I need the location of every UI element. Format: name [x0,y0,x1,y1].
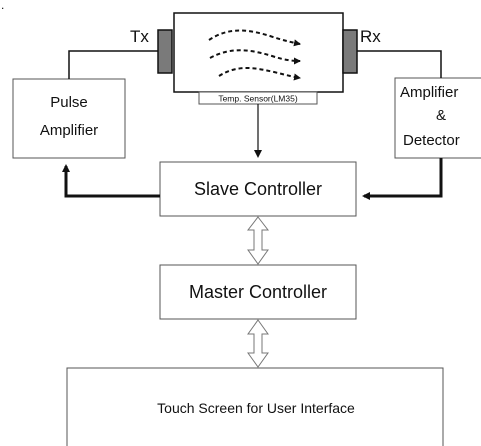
temp-sensor-label: Temp. Sensor(LM35) [218,94,298,104]
receiver-transducer [342,29,358,74]
flow-wave-2 [209,49,301,65]
slave-to-pulse-line [62,164,160,198]
transmitter-transducer [157,29,173,74]
slave-controller-box [159,161,357,217]
touch-screen-block: Touch Screen for User Interface [66,367,444,446]
pulse-to-tx-line [68,50,158,79]
flow-wave-3 [218,67,301,81]
pulse-amplifier-block: Pulse Amplifier [12,78,126,159]
rx-to-detector-line [357,50,442,78]
slave-controller-block: Slave Controller [159,161,357,217]
transmitter-label: Tx [130,27,149,46]
sensor-chamber: Tx Rx Temp. Sensor(LM35) [130,12,381,105]
stray-mark: . [1,0,4,12]
pulse-amplifier-line2: Amplifier [40,122,98,139]
amplifier-detector-line2: & [436,107,446,124]
amplifier-detector-block: Amplifier & Detector [394,77,481,159]
connections [62,50,443,200]
receiver-label: Rx [360,27,381,46]
master-controller-label: Master Controller [189,282,327,302]
amplifier-detector-line1: Amplifier [400,84,458,101]
slave-controller-label: Slave Controller [194,179,322,199]
pulse-amplifier-box [12,78,126,159]
touch-screen-box [66,367,444,446]
detector-to-slave-line [362,158,443,200]
slave-master-link-arrow [246,216,270,265]
amplifier-detector-line3: Detector [403,132,460,149]
flow-wave-1 [208,29,301,47]
master-touch-link-arrow [247,319,269,368]
flow-waves [208,29,301,81]
touch-screen-label: Touch Screen for User Interface [157,400,355,416]
bidirectional-arrows [246,216,270,368]
master-controller-box [159,264,357,320]
master-controller-block: Master Controller [159,264,357,320]
pulse-amplifier-line1: Pulse [50,94,88,111]
